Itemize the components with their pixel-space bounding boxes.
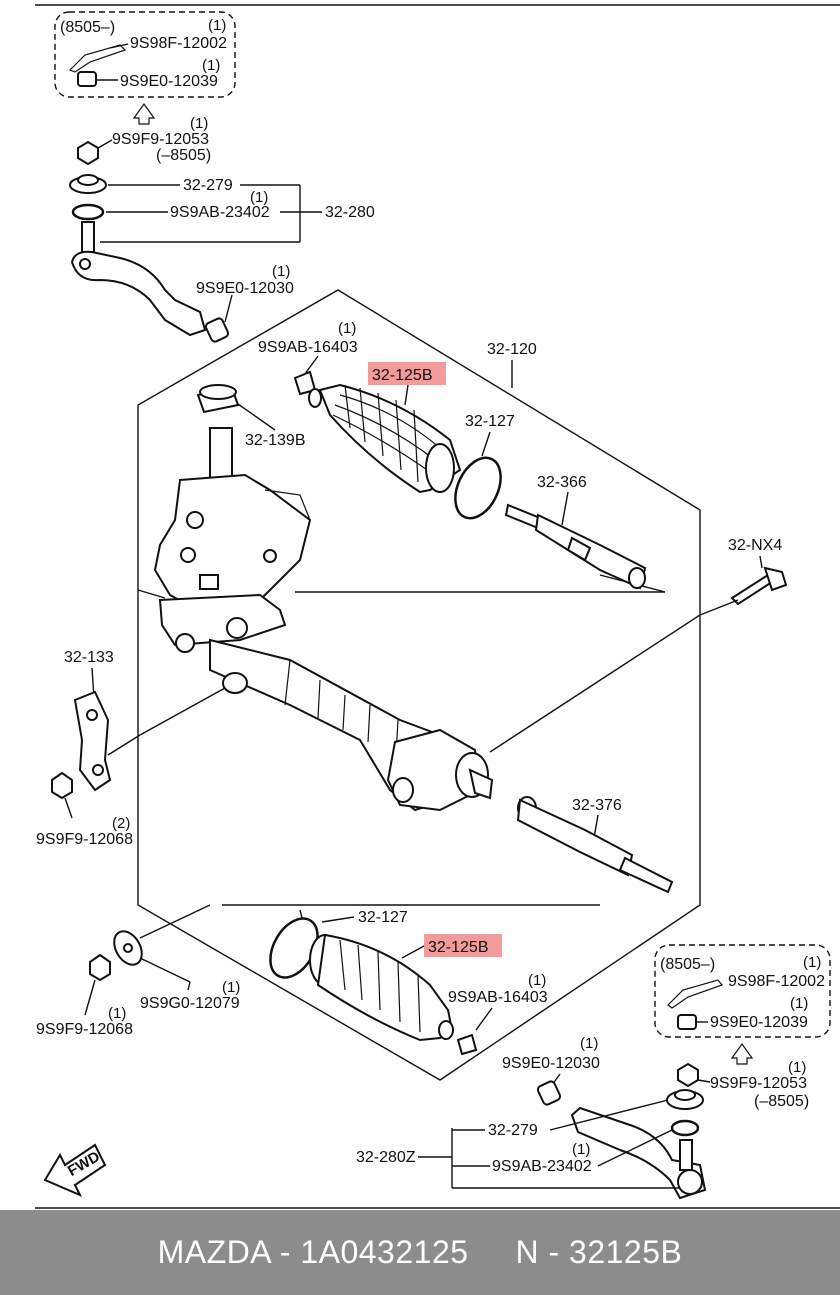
header-box-top-left: (8505–) (1) 9S98F-12002 (1) 9S9E0-12039 (54, 11, 236, 98)
svg-text:(1): (1) (528, 972, 546, 989)
cap-icon (536, 1080, 562, 1106)
boot-bottom-icon (309, 933, 454, 1042)
arrow-up-icon (730, 1042, 754, 1065)
svg-text:32-NX4: 32-NX4 (728, 537, 782, 554)
gear-housing-icon (153, 427, 312, 653)
qty-label: (1) (202, 57, 220, 74)
target-part-label: 32-125B (372, 367, 433, 384)
svg-text:9S9E0-12030: 9S9E0-12030 (196, 280, 294, 297)
header-box-code: (8505–) (660, 956, 715, 973)
svg-text:32-376: 32-376 (572, 797, 622, 814)
svg-text:32-279: 32-279 (183, 177, 233, 194)
tie-rod-end-top (70, 221, 207, 337)
qty-label: (1) (803, 954, 821, 971)
clip-icon (667, 979, 723, 1009)
svg-text:9S9AB-23402: 9S9AB-23402 (170, 204, 270, 221)
nut-icon (77, 140, 99, 166)
svg-text:32-127: 32-127 (465, 413, 515, 430)
tie-rod-end-bottom (570, 1106, 707, 1200)
nut-icon (89, 953, 111, 982)
footer-part-caption: MAZDA - 1A0432125 N - 32125B (157, 1234, 683, 1270)
svg-text:(1): (1) (222, 979, 240, 996)
part-number: 9S9E0-12039 (120, 73, 218, 90)
svg-text:32-280: 32-280 (325, 204, 375, 221)
svg-text:32-366: 32-366 (537, 474, 587, 491)
boot-top-icon (308, 383, 462, 494)
svg-text:(1): (1) (338, 320, 356, 337)
clamp-icon (456, 1033, 478, 1056)
part-number: 9S98F-12002 (130, 35, 227, 52)
part-number: 9S98F-12002 (728, 973, 825, 990)
svg-text:32-279: 32-279 (488, 1122, 538, 1139)
rack-tube-icon (209, 638, 494, 812)
clip-icon (68, 44, 127, 73)
svg-text:(1): (1) (108, 1005, 126, 1022)
inner-tie-rod-bottom-icon (516, 796, 674, 894)
svg-text:32-139B: 32-139B (245, 432, 306, 449)
svg-text:32-133: 32-133 (64, 649, 114, 666)
svg-text:(1): (1) (190, 115, 208, 132)
svg-text:9S9AB-23402: 9S9AB-23402 (492, 1158, 592, 1175)
svg-text:(1): (1) (272, 263, 290, 280)
part-number: 9S9E0-12039 (710, 1014, 808, 1031)
footer-bar: MAZDA - 1A0432125 N - 32125B (0, 1210, 840, 1295)
svg-text:(1): (1) (250, 189, 268, 206)
svg-text:(1): (1) (788, 1059, 806, 1076)
qty-label: (1) (208, 17, 226, 34)
svg-text:(–8505): (–8505) (754, 1093, 809, 1110)
svg-text:9S9F9-12068: 9S9F9-12068 (36, 831, 133, 848)
fwd-arrow-icon: FWD (43, 1143, 107, 1197)
nut-icon (51, 771, 73, 800)
arrow-up-icon (132, 102, 156, 125)
svg-text:32-120: 32-120 (487, 341, 537, 358)
svg-text:(–8505): (–8505) (156, 147, 211, 164)
bracket-icon (73, 690, 112, 792)
nut-icon (677, 1062, 699, 1088)
qty-label: (1) (790, 995, 808, 1012)
highlight-32-125b-bottom (424, 934, 502, 957)
svg-text:9S9AB-16403: 9S9AB-16403 (448, 989, 548, 1006)
svg-text:32-127: 32-127 (358, 909, 408, 926)
part-number: 9S9F9-12053 (112, 131, 209, 148)
header-box-code: (8505–) (60, 19, 115, 36)
cap-icon (77, 71, 97, 87)
svg-text:9S9E0-12030: 9S9E0-12030 (502, 1055, 600, 1072)
o-ring-icon (71, 203, 105, 221)
header-box-bottom-right: (8505–) (1) 9S98F-12002 (1) 9S9E0-12039 (654, 944, 831, 1038)
svg-text:9S9G0-12079: 9S9G0-12079 (140, 995, 240, 1012)
svg-text:(2): (2) (112, 815, 130, 832)
assembly-boundary (137, 289, 701, 1081)
cap-icon (677, 1014, 697, 1030)
cap-icon (204, 317, 230, 343)
svg-text:9S9F9-12068: 9S9F9-12068 (36, 1021, 133, 1038)
o-ring-icon (454, 456, 502, 520)
inner-tie-rod-top-icon (504, 503, 647, 590)
svg-text:(1): (1) (572, 1141, 590, 1158)
svg-text:(1): (1) (580, 1035, 598, 1052)
svg-text:9S9F9-12053: 9S9F9-12053 (710, 1075, 807, 1092)
highlight-32-125b-top (368, 362, 446, 385)
svg-text:32-280Z: 32-280Z (356, 1149, 416, 1166)
svg-text:9S9AB-16403: 9S9AB-16403 (258, 339, 358, 356)
bolt-icon (730, 566, 788, 606)
o-ring-icon (670, 1119, 700, 1137)
target-part-label: 32-125B (428, 939, 489, 956)
steering-gear-exploded-diagram: (8505–) (1) 9S98F-12002 (1) 9S9E0-12039 … (35, 4, 840, 1209)
